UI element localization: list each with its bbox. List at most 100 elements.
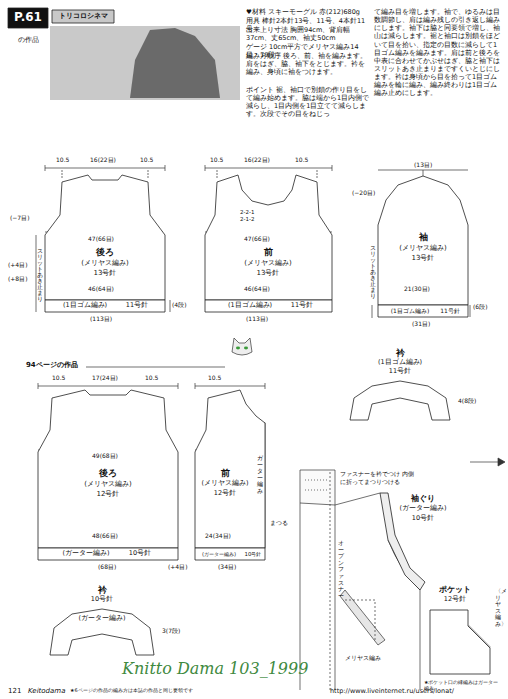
piece-shape (350, 381, 450, 420)
dimension-label: 4(8段) (458, 398, 476, 405)
piece-title: 衿 (396, 348, 405, 358)
photo-sweater (130, 28, 220, 98)
instruction-text: ♥材料 スキーモーグル 赤(212)680g (246, 8, 370, 16)
instruction-text: ポイント 裾、袖口で別鎖の作り目をして編み始めます。脇は端から1目内側で減らし、… (246, 86, 370, 119)
dimension-label: (34目) (218, 564, 236, 571)
piece-note: 10号針 (91, 596, 113, 603)
dimension-label: 10.5 (208, 375, 221, 382)
dimension-label: 10.5 (295, 157, 308, 164)
pattern-piece: (ガーター編み) 10号針 (38, 548, 178, 560)
piece-shape (45, 300, 165, 312)
dimension-label: 49(68目) (92, 453, 118, 460)
piece-note: (メリヤス編み) (84, 480, 131, 488)
dimension-label: (113目) (246, 316, 268, 323)
vertical-note: ガーター編み (257, 455, 263, 495)
piece-note: の作品 (18, 37, 39, 44)
pattern-piece: トリコロシネマ (52, 10, 114, 23)
piece-note: (1目ゴム編み) (378, 359, 422, 366)
piece-note: 11号針 (440, 308, 460, 315)
dimension-label: 10.5 (210, 157, 223, 164)
dimension-label: 17(24目) (92, 375, 118, 382)
piece-shape (38, 548, 178, 560)
piece-note: (メリヤス編み) (201, 480, 248, 487)
dimension-label: 46(64目) (244, 286, 270, 293)
dimension-label: 10.5 (140, 157, 153, 164)
vertical-note: スリットあき止まり (370, 245, 376, 299)
dimension-label: 121 (8, 687, 21, 695)
dimension-label: まつる (270, 520, 288, 527)
piece-shape (45, 175, 165, 300)
piece-shape (378, 176, 468, 305)
dimension-label: 10.5 (145, 375, 158, 382)
dimension-label: (4段) (172, 302, 187, 309)
zipper (330, 472, 331, 690)
pattern-piece: (1目ゴム編み) 11号針 (378, 305, 468, 317)
dimension-label: (6段) (473, 304, 488, 311)
dimension-label: (−20目) (352, 190, 375, 197)
cat-face (232, 338, 252, 355)
vertical-note: スリットあき止まり (37, 248, 43, 302)
pattern-piece: 衿10号針(ガーター編み) (45, 585, 160, 657)
jacket-front (300, 470, 420, 690)
dimension-label: 2-1-2 (240, 216, 254, 222)
dimension-label: (113目) (90, 316, 112, 323)
piece-title: (ガーター編み) (202, 551, 236, 557)
dimension-label: 16(22目) (244, 157, 270, 164)
piece-shape (205, 175, 332, 300)
piece-note: 11号針 (291, 302, 313, 309)
piece-shape (50, 609, 154, 655)
dimension-label: 3(7段) (162, 628, 180, 635)
piece-note: (メリヤス編み) (244, 259, 291, 267)
vertical-note: 〈メリヤス編み〉 (495, 588, 501, 628)
dimension-label: (−7目) (10, 215, 30, 222)
piece-note: 10号針 (129, 550, 151, 557)
piece-title: (ガーター編み) (62, 550, 109, 557)
pattern-piece: 袖ぐり(ガーター編み)10号針 (378, 488, 448, 598)
dimension-label: 48(66目) (92, 533, 118, 540)
piece-shape (195, 390, 265, 548)
dimension-label: ★6ページの作品の編み方は本誌の作品と同じ要領です (70, 688, 193, 694)
piece-title: 後ろ (96, 247, 114, 257)
dimension-label: 21(30目) (404, 286, 430, 293)
piece-note: (ガーター編み) (399, 505, 446, 512)
piece-note: 12号針 (214, 490, 236, 497)
dimension-label: 47(66目) (244, 236, 270, 243)
piece-title: P.61 (14, 11, 42, 25)
dimension-tick (62, 170, 317, 178)
piece-note: 10号針 (412, 515, 434, 522)
pattern-piece: ポケット12号針 (420, 585, 500, 680)
piece-shape (195, 548, 265, 560)
piece-note: 13号針 (257, 269, 280, 277)
piece-title: ポケット (439, 585, 471, 594)
pattern-piece: P.61 の作品 (8, 8, 48, 46)
dimension-label: 24(34目) (205, 533, 231, 540)
instruction-text: て編み目を増します。袖で、ゆるみは目数調節し、肩は編み残しの引き返し編みにします… (374, 8, 504, 97)
piece-note: 13号針 (412, 254, 435, 262)
piece-note: (メリヤス編み) (399, 244, 446, 252)
continue-arrow (470, 462, 498, 463)
instruction-text: ファスナーを衿でつけ 内側に折ってまつりつける (340, 470, 416, 485)
piece-title: トリコロシネマ (59, 12, 108, 20)
instruction-text: 出来上り寸法 胸囲94cm、背肩幅37cm、丈65cm、袖丈50cm (246, 26, 370, 42)
dimension-label: (+4目) (168, 564, 188, 571)
piece-note: 10号針 (245, 551, 262, 557)
dimension-label: (31目) (412, 321, 430, 328)
dimension-label: (68目) (98, 564, 116, 571)
dimension-label: http://www.liveinternet.ru/users/lonat/ (330, 688, 454, 695)
dimension-line (45, 165, 332, 171)
dimension-label: (+8目) (8, 276, 28, 283)
piece-title: 前 (221, 468, 230, 478)
dimension-label: メリヤス編み (345, 655, 381, 662)
piece-title: (1目ゴム編み) (391, 308, 430, 315)
pocket-slit (340, 590, 385, 645)
pattern-piece: 衿(1目ゴム編み)11号針 (345, 348, 455, 423)
dimension-label: 46(64目) (88, 286, 114, 293)
section-line (86, 367, 225, 368)
piece-note: 12号針 (97, 490, 120, 498)
dimension-label: 10.5 (56, 157, 69, 164)
dimension-label: (13目) (414, 162, 432, 169)
dimension-label: 2-2-1 (240, 209, 254, 215)
dimension-label: 16(22目) (90, 157, 116, 164)
instruction-text: 編み方順序 後ろ、前、袖を編みます。肩をはぎ、脇、袖下をとじます。衿を編み、身頃… (246, 52, 370, 76)
piece-title: 後ろ (99, 468, 117, 478)
